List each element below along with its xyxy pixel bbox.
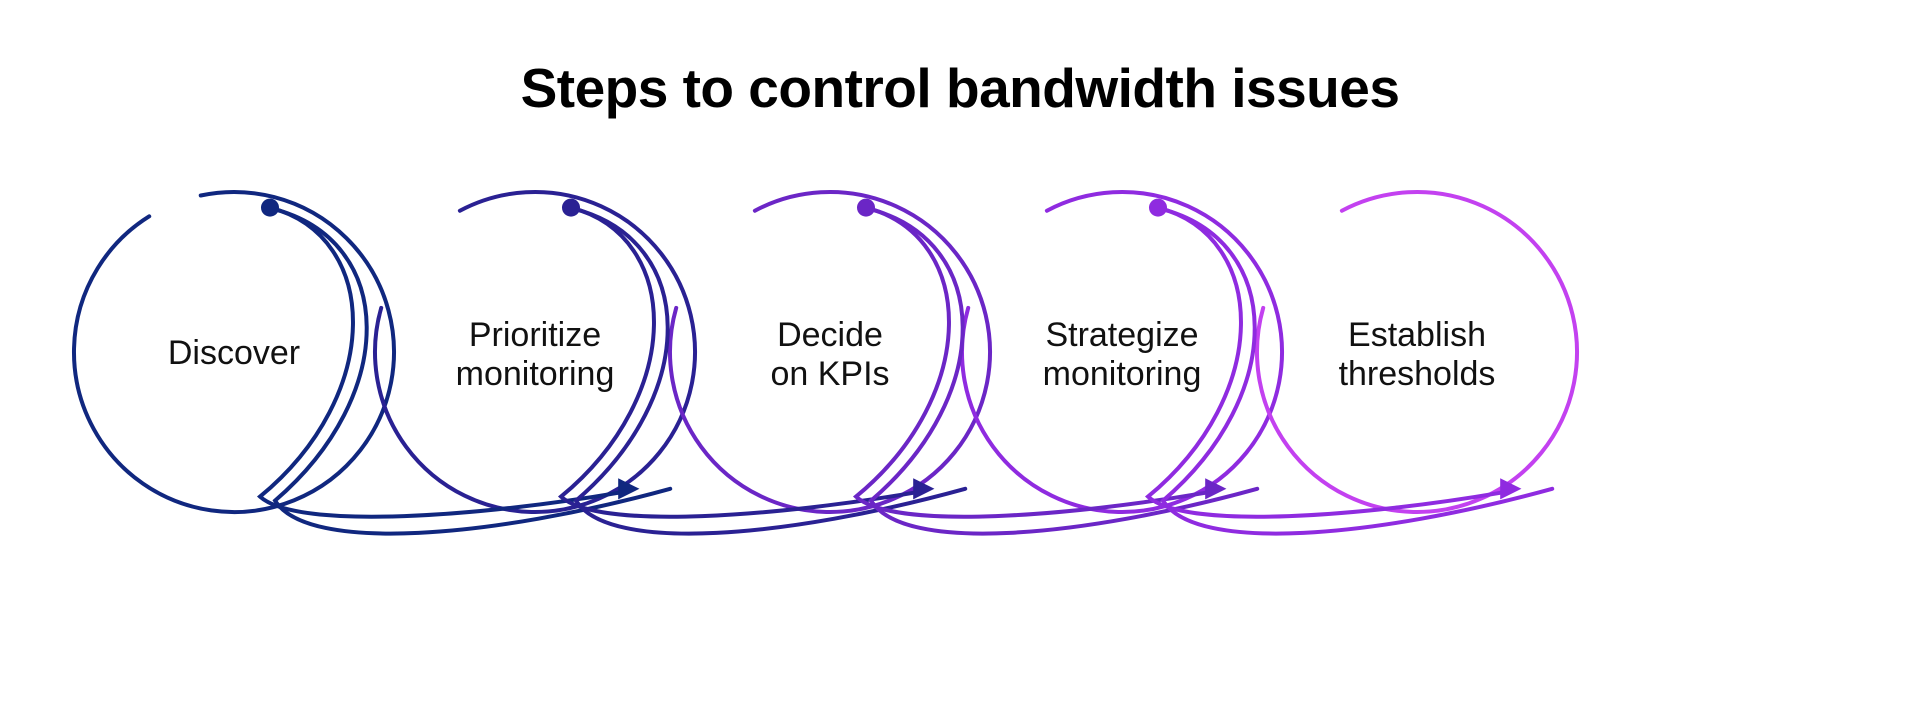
step-label-5-line1: Establish [1348,316,1486,354]
spiral-connector-outer-3 [866,206,1260,536]
step-label-4-line2: monitoring [1043,355,1202,393]
step-circle-ring-4 [960,190,1284,514]
spiral-connector-outer-1 [270,206,673,536]
step-label-2-line2: monitoring [456,355,615,393]
step-circle-ring-2 [373,190,697,514]
spiral-connector-2 [557,205,916,519]
arrowhead-2 [913,478,935,500]
spiral-connector-1 [256,205,621,519]
step-label-5-line2: thresholds [1339,355,1496,393]
spiral-arrows-layer [256,205,1555,536]
circle-rings-layer [72,190,1579,514]
start-dot-3 [857,198,875,217]
start-dot-4 [1149,198,1167,217]
step-label-2-line1: Prioritize [469,316,601,354]
step-label-3-line1: Decide [777,316,883,354]
arrowhead-3 [1205,478,1227,500]
step-label-4-line1: Strategize [1045,316,1198,354]
arrowhead-1 [618,478,640,500]
page-title: Steps to control bandwidth issues [520,57,1400,119]
spiral-connector-3 [852,205,1208,519]
arrowhead-4 [1500,478,1522,500]
spiral-connector-outer-2 [571,206,968,536]
spiral-connector-4 [1144,205,1503,519]
spiral-connector-outer-4 [1158,206,1555,536]
step-circle-ring-1 [72,190,396,514]
step-label-1-line1: Discover [168,334,300,372]
start-dot-1 [261,198,279,217]
start-dots-layer [261,198,1167,217]
step-circle-ring-5 [1255,190,1579,514]
step-circle-ring-3 [668,190,992,514]
step-label-3-line2: on KPIs [770,355,889,393]
start-dot-2 [562,198,580,217]
